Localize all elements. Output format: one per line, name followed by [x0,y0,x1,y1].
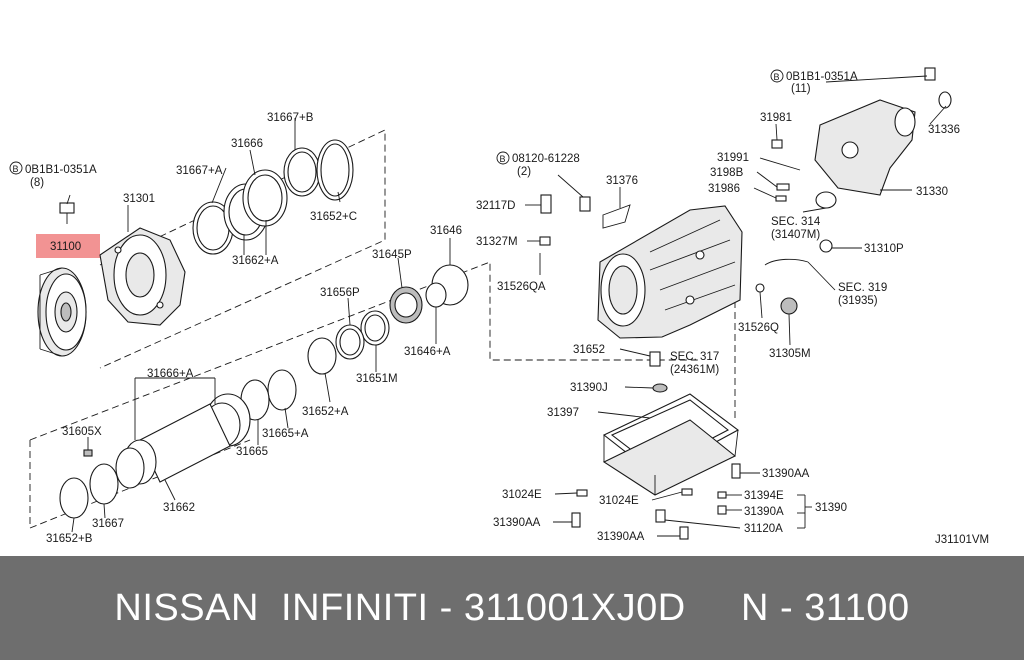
label-31526q[interactable]: 31526Q [738,322,779,334]
label-bolt-top-left: 0B1B1-0351A [25,164,97,176]
label-31652c[interactable]: 31652+C [310,211,357,223]
label-32117d[interactable]: 32117D [476,200,515,212]
label-bolt-mid-qty: (2) [517,166,531,178]
bolt-ref-marker-right: B [770,69,784,83]
lower-ring-group [59,369,297,519]
transmission-case [597,205,743,339]
label-31336[interactable]: 31336 [928,124,960,136]
label-sec314-ref: (31407M) [771,229,820,241]
label-31120a[interactable]: 31120A [744,523,783,535]
label-31390aa-bottom[interactable]: 31390AA [597,531,645,543]
part-title-bar: NISSAN INFINITI - 311001XJ0D N - 31100 [0,556,1024,660]
torque-converter-31100[interactable] [37,267,87,357]
upper-ring-group [192,139,354,255]
highlight-marker [36,234,100,258]
label-31662a[interactable]: 31662+A [232,255,279,267]
label-31390j[interactable]: 31390J [570,382,608,394]
label-sec314[interactable]: SEC. 314 [771,216,821,228]
label-31666a[interactable]: 31666+A [147,368,194,380]
label-sec319[interactable]: SEC. 319 [838,282,887,294]
label-31665[interactable]: 31665 [236,446,268,458]
part-title: NISSAN INFINITI - 311001XJ0D N - 31100 [114,586,910,629]
label-bolt-top-right: 0B1B1-0351A [786,71,858,83]
assembly-outline-lower [29,261,700,441]
label-31526qa[interactable]: 31526QA [497,281,546,293]
label-31390a[interactable]: 31390A [744,506,784,518]
label-31662[interactable]: 31662 [163,502,195,514]
label-31376[interactable]: 31376 [606,175,638,187]
label-31390[interactable]: 31390 [815,502,847,514]
bolt-top-left [59,202,75,224]
label-31656p[interactable]: 31656P [320,287,360,299]
label-31327m[interactable]: 31327M [476,236,518,248]
label-31646[interactable]: 31646 [430,225,462,237]
extension-housing [814,67,952,196]
leader-lines [66,75,947,537]
label-31666[interactable]: 31666 [231,138,263,150]
label-3198b[interactable]: 3198B [710,167,744,179]
label-bolt-top-left-qty: (8) [30,177,44,189]
svg-text:B: B [500,154,506,164]
label-31301[interactable]: 31301 [123,193,155,205]
label-31667a[interactable]: 31667+A [176,165,223,177]
label-31991[interactable]: 31991 [717,152,749,164]
label-31024e-left[interactable]: 31024E [502,489,542,501]
label-31100[interactable]: 31100 [50,241,81,253]
label-31394e[interactable]: 31394E [744,490,784,502]
label-31024e-mid[interactable]: 31024E [599,495,639,507]
label-31981[interactable]: 31981 [760,112,792,124]
label-31652[interactable]: 31652 [573,344,605,356]
converter-housing-31301 [99,227,186,326]
label-31390aa-right[interactable]: 31390AA [762,468,810,480]
label-31667b[interactable]: 31667+B [267,112,314,124]
bolt-ref-marker-left: B [9,161,23,175]
oil-pan [602,393,740,496]
label-31605x[interactable]: 31605X [62,426,102,438]
label-bolt-top-right-qty: (11) [791,83,811,95]
small-hardware [539,139,837,540]
label-31330[interactable]: 31330 [916,186,948,198]
svg-text:B: B [774,72,780,82]
drawing-code: J31101VM [935,534,989,546]
label-sec319-ref: (31935) [838,295,878,307]
label-31665a[interactable]: 31665+A [262,428,309,440]
label-31652b[interactable]: 31652+B [46,533,93,545]
middle-ring-group [307,264,469,375]
label-31310p[interactable]: 31310P [864,243,904,255]
label-31667[interactable]: 31667 [92,518,124,530]
svg-text:B: B [13,164,19,174]
label-31651m[interactable]: 31651M [356,373,398,385]
label-31652a[interactable]: 31652+A [302,406,349,418]
label-31986[interactable]: 31986 [708,183,740,195]
bolt-ref-marker-mid: B [496,151,510,165]
label-31390aa-left[interactable]: 31390AA [493,517,541,529]
exploded-parts-diagram: B B B 0B1B1-0351A (8) 31100 31301 31667+… [9,67,989,546]
label-31646a[interactable]: 31646+A [404,346,451,358]
label-31397[interactable]: 31397 [547,407,579,419]
label-31645p[interactable]: 31645P [372,249,412,261]
label-31305m[interactable]: 31305M [769,348,811,360]
label-sec317-ref: (24361M) [670,364,719,376]
label-bolt-mid: 08120-61228 [512,153,580,165]
label-sec317[interactable]: SEC. 317 [670,351,719,363]
